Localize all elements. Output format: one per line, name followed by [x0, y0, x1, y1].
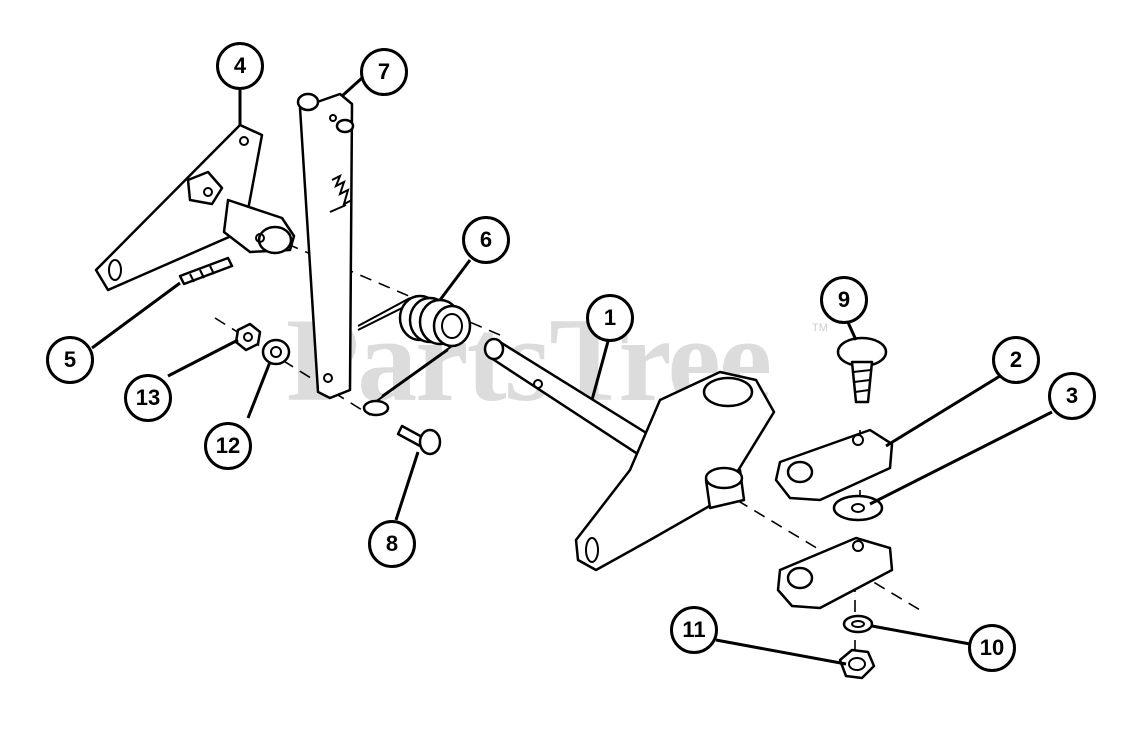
lower-clamp-block	[776, 536, 894, 610]
callout-4[interactable]: 4	[216, 42, 264, 90]
callout-1[interactable]: 1	[586, 294, 634, 342]
part-7-lever	[296, 92, 355, 400]
watermark-trademark: TM	[812, 322, 828, 334]
callout-8[interactable]: 8	[368, 520, 416, 568]
part-10-lock-washer	[842, 614, 874, 634]
part-6-spring	[357, 294, 472, 417]
part-11-nut	[838, 648, 876, 680]
part-4-bracket	[94, 123, 296, 292]
part-12-washer	[261, 338, 291, 366]
part-3-washer	[832, 494, 884, 522]
callout-6[interactable]: 6	[462, 216, 510, 264]
callout-13[interactable]: 13	[124, 374, 172, 422]
callout-9[interactable]: 9	[820, 276, 868, 324]
leader-lines	[91, 76, 1053, 666]
callout-11[interactable]: 11	[670, 606, 718, 654]
part-2-clamp-upper	[774, 428, 894, 502]
callout-7[interactable]: 7	[360, 48, 408, 96]
callout-2[interactable]: 2	[992, 336, 1040, 384]
part-9-carriage-bolt	[836, 336, 888, 404]
part-1-shaft-plate	[483, 337, 776, 572]
callout-12[interactable]: 12	[204, 422, 252, 470]
callout-3[interactable]: 3	[1048, 372, 1096, 420]
part-13-nut	[234, 322, 262, 352]
part-5-roll-pin	[178, 256, 234, 286]
part-8-bolt	[396, 424, 442, 456]
callout-10[interactable]: 10	[968, 624, 1016, 672]
callout-5[interactable]: 5	[46, 336, 94, 384]
